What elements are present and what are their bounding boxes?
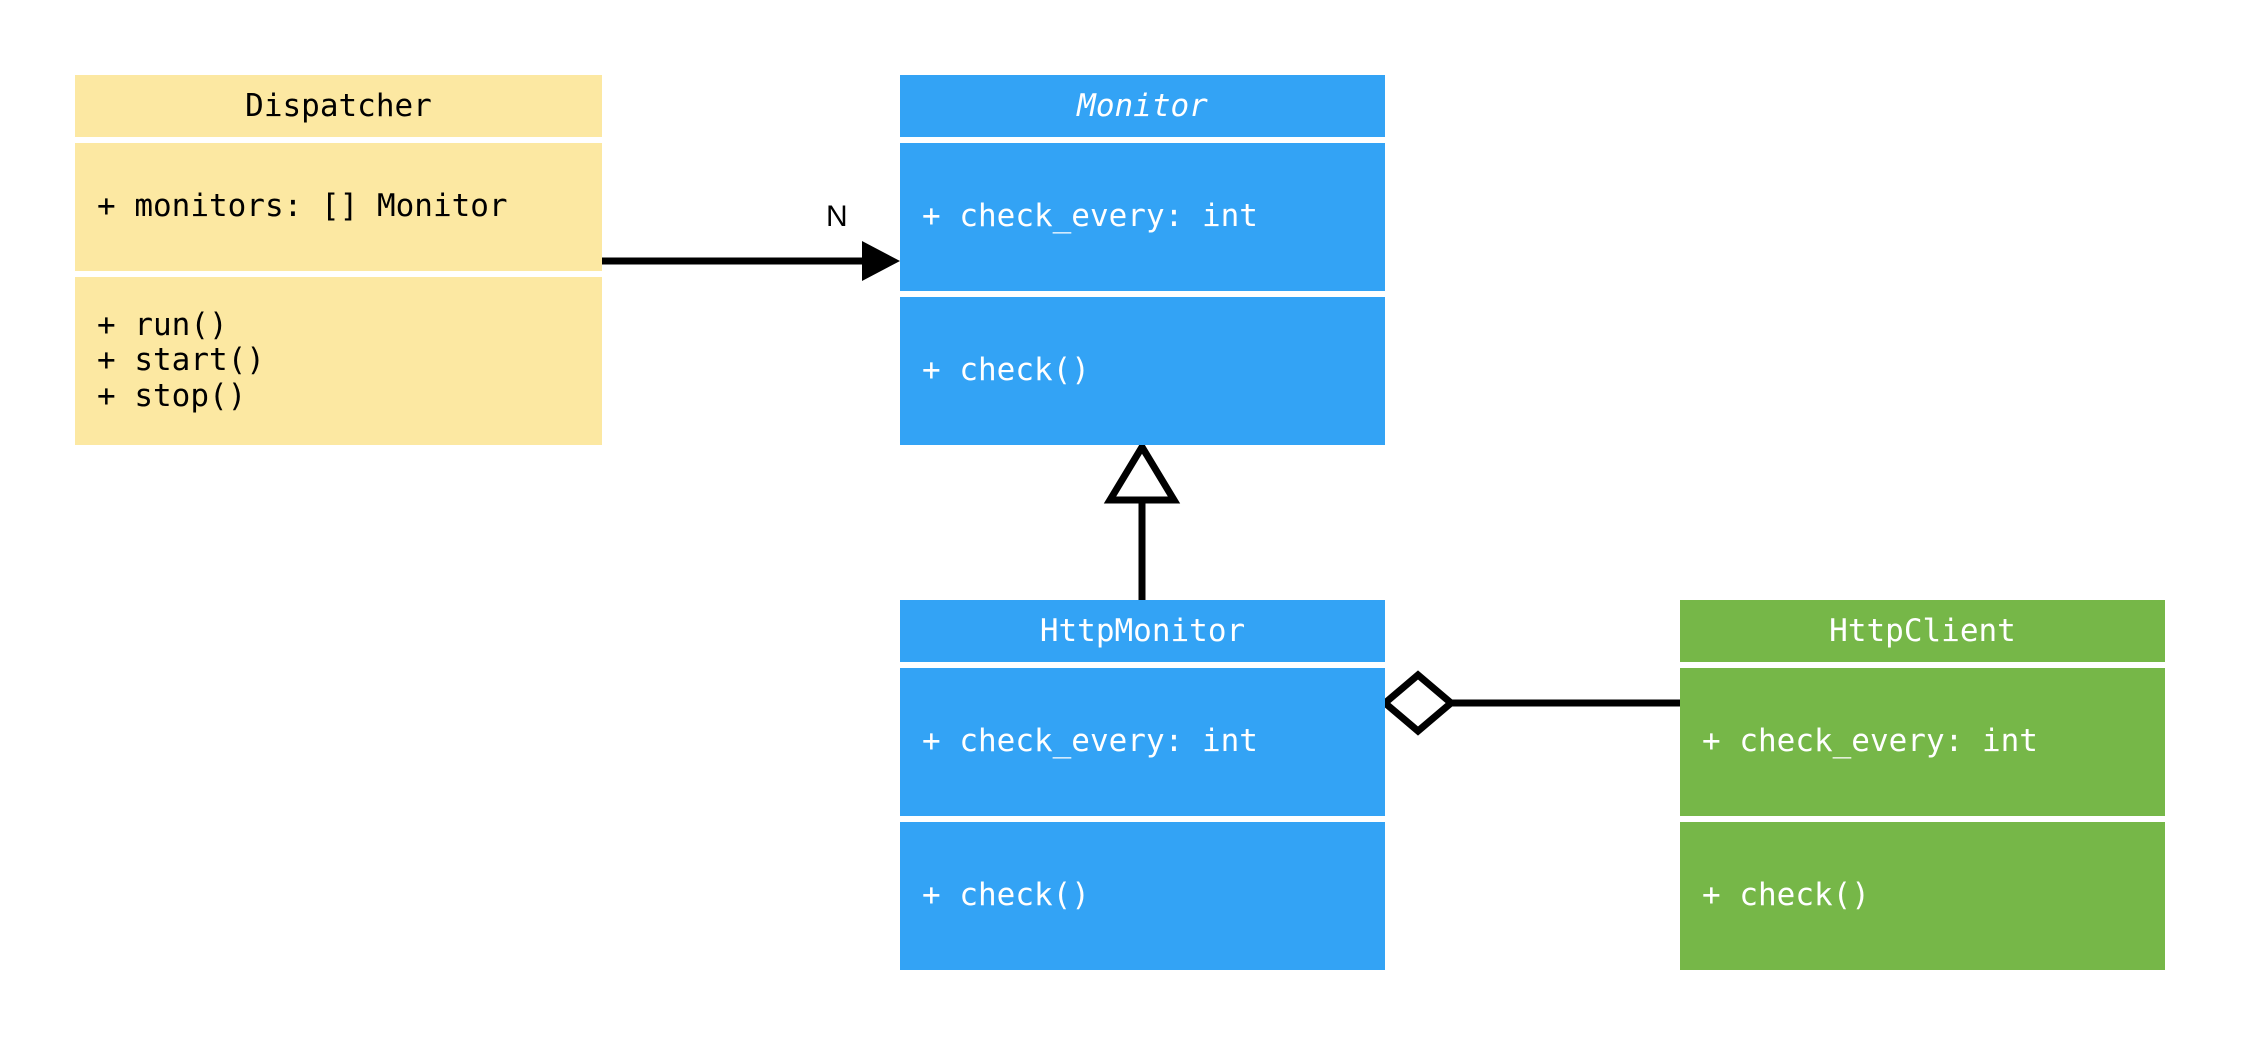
compartment-divider	[75, 137, 602, 143]
generalization-httpmonitor-to-monitor	[1103, 440, 1181, 600]
monitor-methods-compartment: + check()	[900, 297, 1385, 445]
monitor-method-0: + check()	[922, 352, 1090, 389]
httpclient-attribute-0: + check_every: int	[1702, 723, 2038, 760]
monitor-title-compartment: Monitor	[900, 75, 1385, 137]
compartment-divider	[75, 271, 602, 277]
monitor-class-name: Monitor	[1077, 88, 1208, 124]
monitor-attribute-0: + check_every: int	[922, 198, 1258, 235]
dispatcher-class-name: Dispatcher	[245, 88, 432, 124]
hollow-triangle-icon	[1103, 440, 1181, 504]
httpclient-attributes-compartment: + check_every: int	[1680, 668, 2165, 816]
class-box-monitor[interactable]: Monitor + check_every: int + check()	[900, 75, 1385, 445]
dispatcher-method-1: + start()	[97, 342, 265, 379]
compartment-divider	[900, 137, 1385, 143]
filled-arrowhead-icon	[862, 241, 900, 281]
association-multiplicity-label: N	[826, 200, 848, 233]
httpmonitor-class-name: HttpMonitor	[1039, 613, 1246, 649]
httpclient-title-compartment: HttpClient	[1680, 600, 2165, 662]
httpmonitor-methods-compartment: + check()	[900, 822, 1385, 970]
class-box-dispatcher[interactable]: Dispatcher + monitors: [] Monitor + run(…	[75, 75, 602, 445]
httpclient-methods-compartment: + check()	[1680, 822, 2165, 970]
monitor-attributes-compartment: + check_every: int	[900, 143, 1385, 291]
compartment-divider	[1680, 662, 2165, 668]
httpclient-class-name: HttpClient	[1829, 613, 2016, 649]
httpmonitor-attributes-compartment: + check_every: int	[900, 668, 1385, 816]
aggregation-httpmonitor-to-httpclient	[1379, 670, 1680, 736]
dispatcher-attributes-compartment: + monitors: [] Monitor	[75, 143, 602, 271]
dispatcher-method-0: + run()	[97, 307, 228, 344]
httpmonitor-attribute-0: + check_every: int	[922, 723, 1258, 760]
compartment-divider	[900, 662, 1385, 668]
hollow-diamond-icon	[1379, 670, 1457, 736]
httpclient-method-0: + check()	[1702, 877, 1870, 914]
association-dispatcher-to-monitor	[602, 241, 900, 281]
dispatcher-attribute-0: + monitors: [] Monitor	[97, 188, 508, 225]
httpmonitor-method-0: + check()	[922, 877, 1090, 914]
compartment-divider	[1680, 816, 2165, 822]
httpmonitor-title-compartment: HttpMonitor	[900, 600, 1385, 662]
dispatcher-method-2: + stop()	[97, 377, 247, 414]
class-box-httpmonitor[interactable]: HttpMonitor + check_every: int + check()	[900, 600, 1385, 970]
compartment-divider	[900, 291, 1385, 297]
compartment-divider	[900, 816, 1385, 822]
class-box-httpclient[interactable]: HttpClient + check_every: int + check()	[1680, 600, 2165, 970]
dispatcher-title-compartment: Dispatcher	[75, 75, 602, 137]
dispatcher-methods-compartment: + run() + start() + stop()	[75, 277, 602, 445]
